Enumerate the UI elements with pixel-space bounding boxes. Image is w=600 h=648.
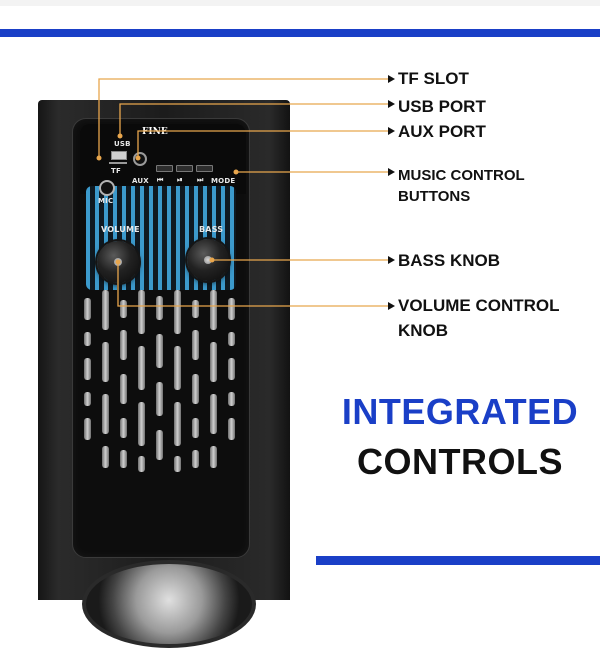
tf-slot (109, 162, 127, 164)
arrow-icon (388, 75, 395, 83)
arrow-icon (388, 302, 395, 310)
prev-icon: ⏮ (157, 176, 164, 184)
callout-aux-port: AUX PORT (398, 121, 486, 142)
bass-label: BASS (199, 225, 224, 234)
arrow-icon (388, 256, 395, 264)
mic-label: MIC (98, 197, 114, 205)
arrow-icon (388, 100, 395, 108)
volume-label: VOLUME (101, 225, 140, 234)
callout-line-usb-port (119, 103, 388, 136)
callout-lines (96, 78, 388, 307)
callout-bass-knob: BASS KNOB (398, 250, 500, 271)
headline-controls: CONTROLS (357, 441, 563, 482)
prev-button (156, 165, 173, 172)
headline-integrated: INTEGRATED (341, 391, 579, 432)
callout-text: MUSIC CONTROL (398, 167, 525, 184)
callout-volume-knob: VOLUME CONTROL KNOB (398, 295, 560, 341)
callout-text-2: KNOB (398, 321, 449, 340)
brand-logo: FINE (142, 127, 168, 137)
arrow-icon (388, 168, 395, 176)
usb-port (111, 151, 127, 160)
callout-text: TF SLOT (398, 69, 469, 88)
usb-label: USB (114, 140, 131, 148)
speaker-grille-holes (84, 290, 235, 472)
top-strip (0, 0, 600, 6)
callout-line-volume-knob (117, 262, 388, 307)
aux-label: AUX (132, 177, 149, 185)
callout-text-2: BUTTONS (398, 188, 471, 205)
next-icon: ⏭ (197, 176, 204, 184)
callout-text: AUX PORT (398, 122, 486, 141)
grille-hole-pattern (84, 290, 235, 472)
mic-jack (99, 180, 115, 196)
play-pause-button (176, 165, 193, 172)
play-pause-icon: ⏯ (177, 176, 183, 184)
next-button (196, 165, 213, 172)
callout-text: VOLUME CONTROL (398, 296, 560, 315)
callout-text: USB PORT (398, 97, 486, 116)
callout-line-tf-slot (98, 78, 388, 158)
callout-music-control: MUSIC CONTROL BUTTONS (398, 165, 525, 207)
callout-tf-slot: TF SLOT (398, 68, 469, 89)
bottom-accent-bar (316, 556, 600, 565)
callout-text: BASS KNOB (398, 251, 501, 270)
top-accent-bar (0, 29, 600, 37)
callout-line-aux-port (137, 130, 388, 158)
callout-usb-port: USB PORT (398, 96, 486, 117)
tf-label: TF (111, 167, 121, 175)
mode-label: MODE (211, 177, 236, 185)
arrow-icon (388, 127, 395, 135)
